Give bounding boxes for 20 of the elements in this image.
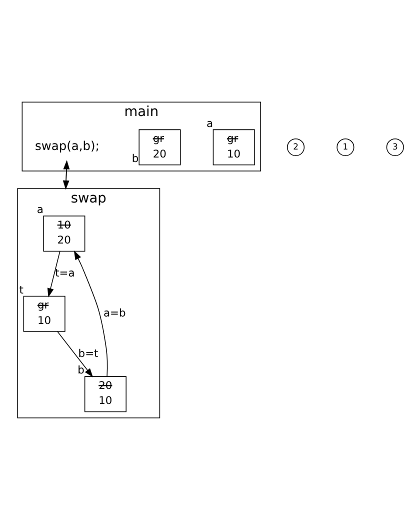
node-label: t xyxy=(19,282,24,296)
label: 3 xyxy=(392,140,398,151)
node-text: swap(a,b); xyxy=(35,138,100,153)
label: 1 xyxy=(342,140,348,151)
edge-label: a=b xyxy=(103,306,126,320)
arrow xyxy=(57,330,94,377)
node-box: gr 20 xyxy=(138,128,181,165)
node-label: a xyxy=(36,202,44,216)
node-label: a xyxy=(206,116,214,130)
label: 2 xyxy=(293,140,298,151)
node-box: 20 10 xyxy=(84,376,126,412)
node-label: b xyxy=(132,151,139,164)
node-label: b xyxy=(78,363,84,376)
node-box: 10 20 xyxy=(43,215,86,252)
node-box: gr 10 xyxy=(23,295,66,332)
edge-label: t=a xyxy=(55,266,75,280)
arrow xyxy=(47,250,60,297)
arrow xyxy=(74,250,108,376)
node-box: gr 10 xyxy=(212,128,255,165)
edge-label: b=t xyxy=(78,346,98,360)
